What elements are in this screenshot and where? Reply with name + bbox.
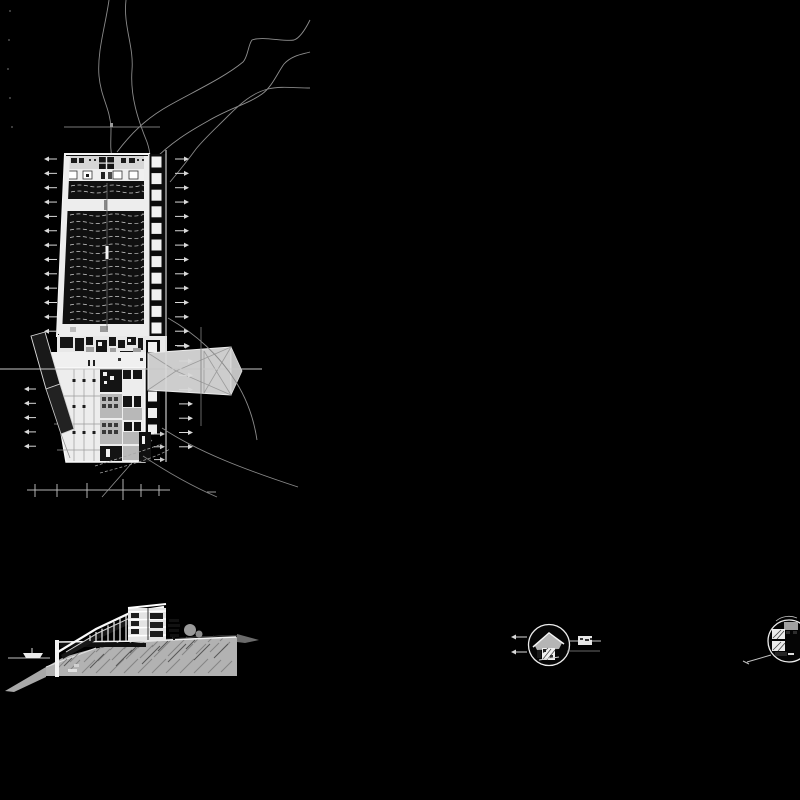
layer-detail-a [511, 623, 601, 667]
layer-site-building [55, 153, 167, 338]
layer-site-dim-arrows [24, 156, 193, 463]
layer-site-overlays [0, 150, 299, 498]
layer-site-plaza [44, 352, 167, 368]
layer-section-building [8, 603, 237, 677]
layer-detail-b [742, 615, 800, 665]
layer-site-dimension-grid [27, 123, 216, 500]
layer-site-pier [147, 346, 243, 396]
layer-site-contours [98, 0, 311, 183]
layer-section-earth [5, 634, 259, 692]
layer-edge-marks [7, 10, 13, 128]
layer-site-ramp [30, 331, 75, 459]
